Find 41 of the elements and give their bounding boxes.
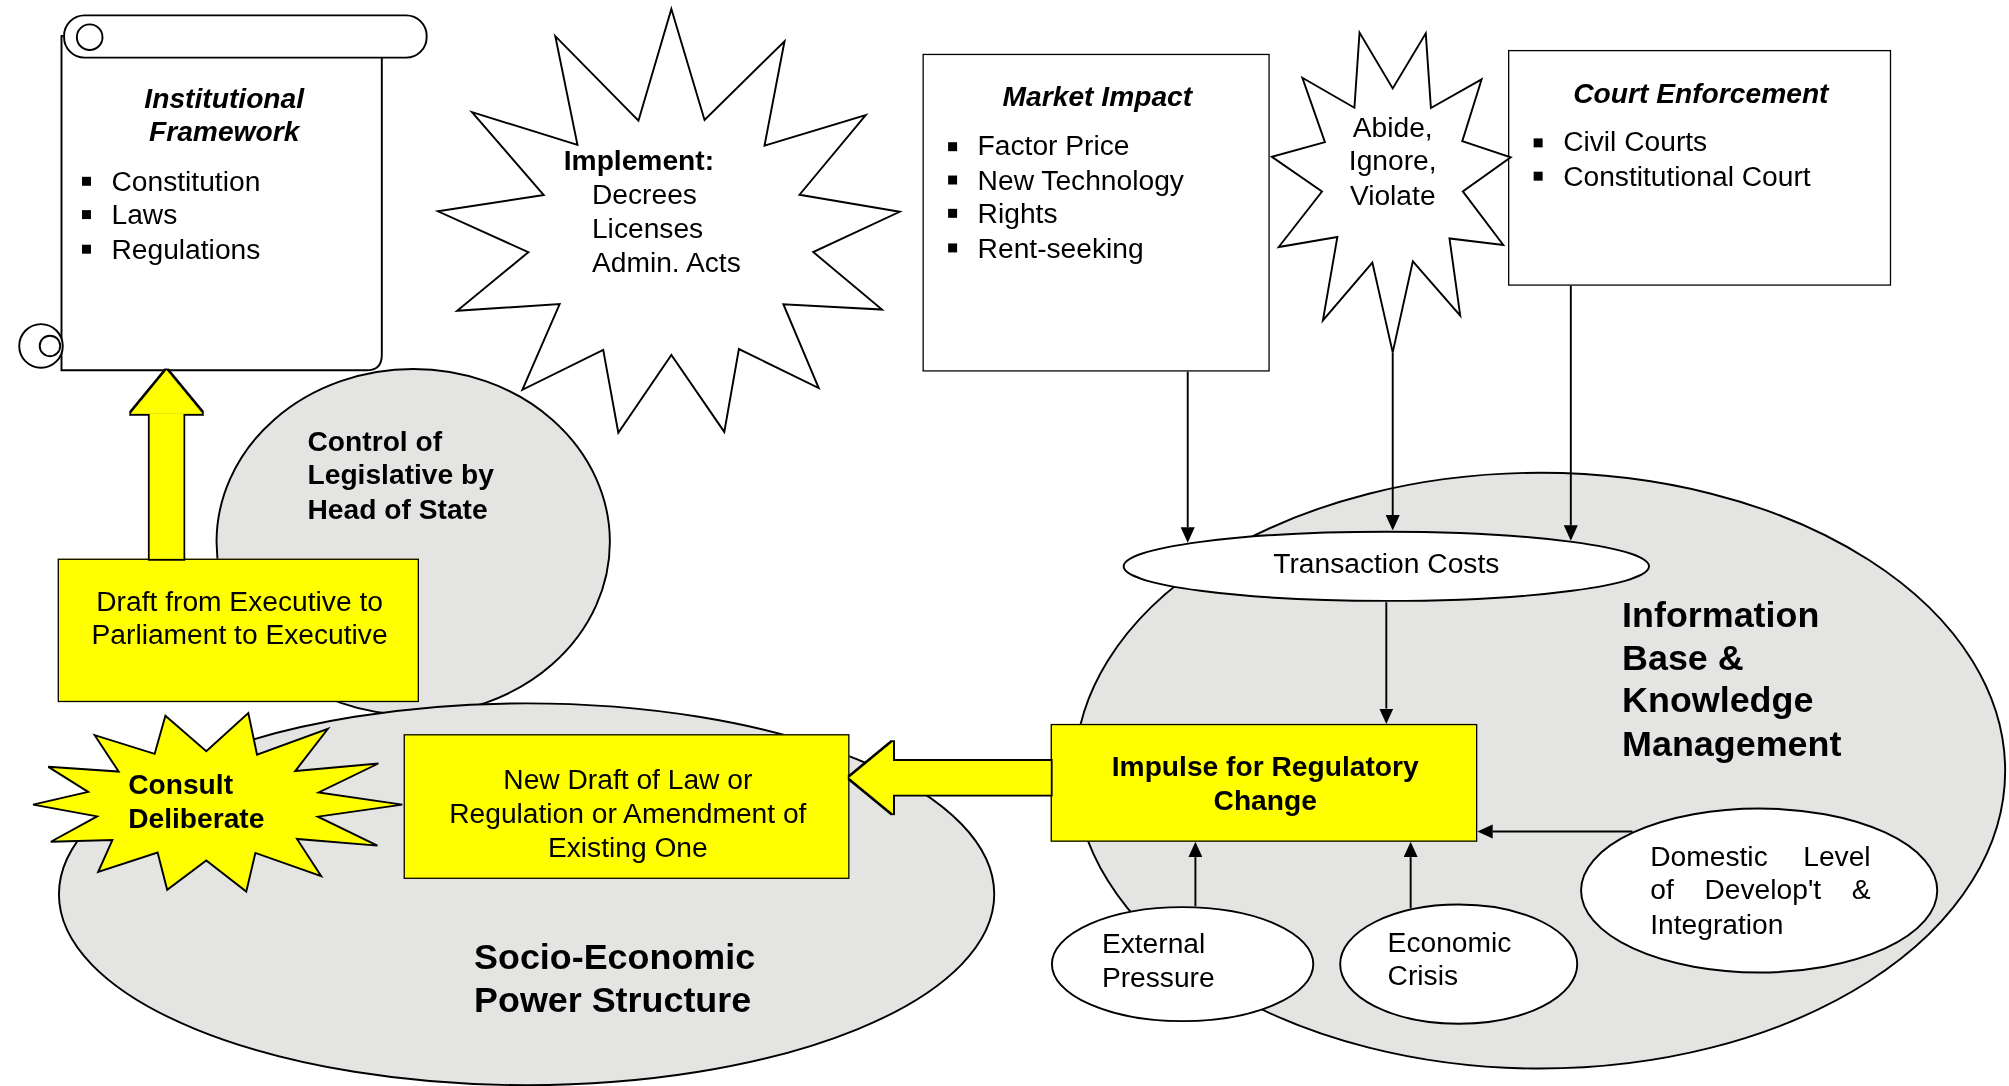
list-item-text: Constitutional Court xyxy=(1563,159,1811,192)
node-label: Transaction Costs xyxy=(1272,547,1501,581)
block-arrow xyxy=(849,741,1051,814)
list-item-text: Factor Price xyxy=(977,129,1130,162)
list-item-text: New Technology xyxy=(977,163,1184,196)
node-label: External Pressure xyxy=(1101,927,1216,996)
node-label: Control of Legislative by Head of State xyxy=(307,425,495,527)
arrow xyxy=(1180,370,1195,543)
node-label: Decrees xyxy=(590,178,698,213)
node-label: Impulse for Regulatory Change xyxy=(1110,750,1420,819)
arrow xyxy=(1477,824,1634,839)
list-item-text: Laws xyxy=(111,198,178,231)
list-item-text: Civil Courts xyxy=(1563,126,1708,159)
highlight-box xyxy=(1050,723,1478,842)
list-item-text: Constitution xyxy=(111,165,261,198)
node-label: Consult Deliberate xyxy=(128,768,266,837)
list-item-text: Regulations xyxy=(111,232,261,265)
box-heading: Court Enforcement xyxy=(1572,76,1831,111)
node-label: New Draft of Law or Regulation or Amendment of Existing One xyxy=(448,763,808,866)
arrow xyxy=(1379,601,1394,724)
box-heading: Market Impact xyxy=(1001,80,1194,115)
node-label: Abide, Ignore, Violate xyxy=(1347,111,1438,213)
node-label: Draft from Executive to Parliament to Executive xyxy=(90,585,389,654)
box-heading: Institutional Framework xyxy=(143,82,306,150)
node-label: Admin. Acts xyxy=(590,246,742,281)
arrow xyxy=(1563,284,1578,541)
node-label: Socio-Economic Power Structure xyxy=(474,935,757,1022)
node-label: Domestic Level of Develop't & Integration xyxy=(1650,840,1871,942)
block-arrow xyxy=(130,370,203,559)
arrow xyxy=(1188,841,1203,908)
arrow xyxy=(1403,841,1418,910)
highlight-box xyxy=(57,558,419,703)
node-label: Information Base & Knowledge Management xyxy=(1622,593,1843,766)
node-label: Licenses xyxy=(590,212,705,247)
list-item-text: Rent-seeking xyxy=(977,231,1144,264)
node-label: Economic Crisis xyxy=(1387,926,1513,994)
process-box xyxy=(922,53,1270,372)
node-heading: Implement: xyxy=(563,144,716,179)
arrow xyxy=(1385,351,1400,531)
list-item-text: Rights xyxy=(977,197,1058,230)
process-box xyxy=(1508,49,1892,286)
